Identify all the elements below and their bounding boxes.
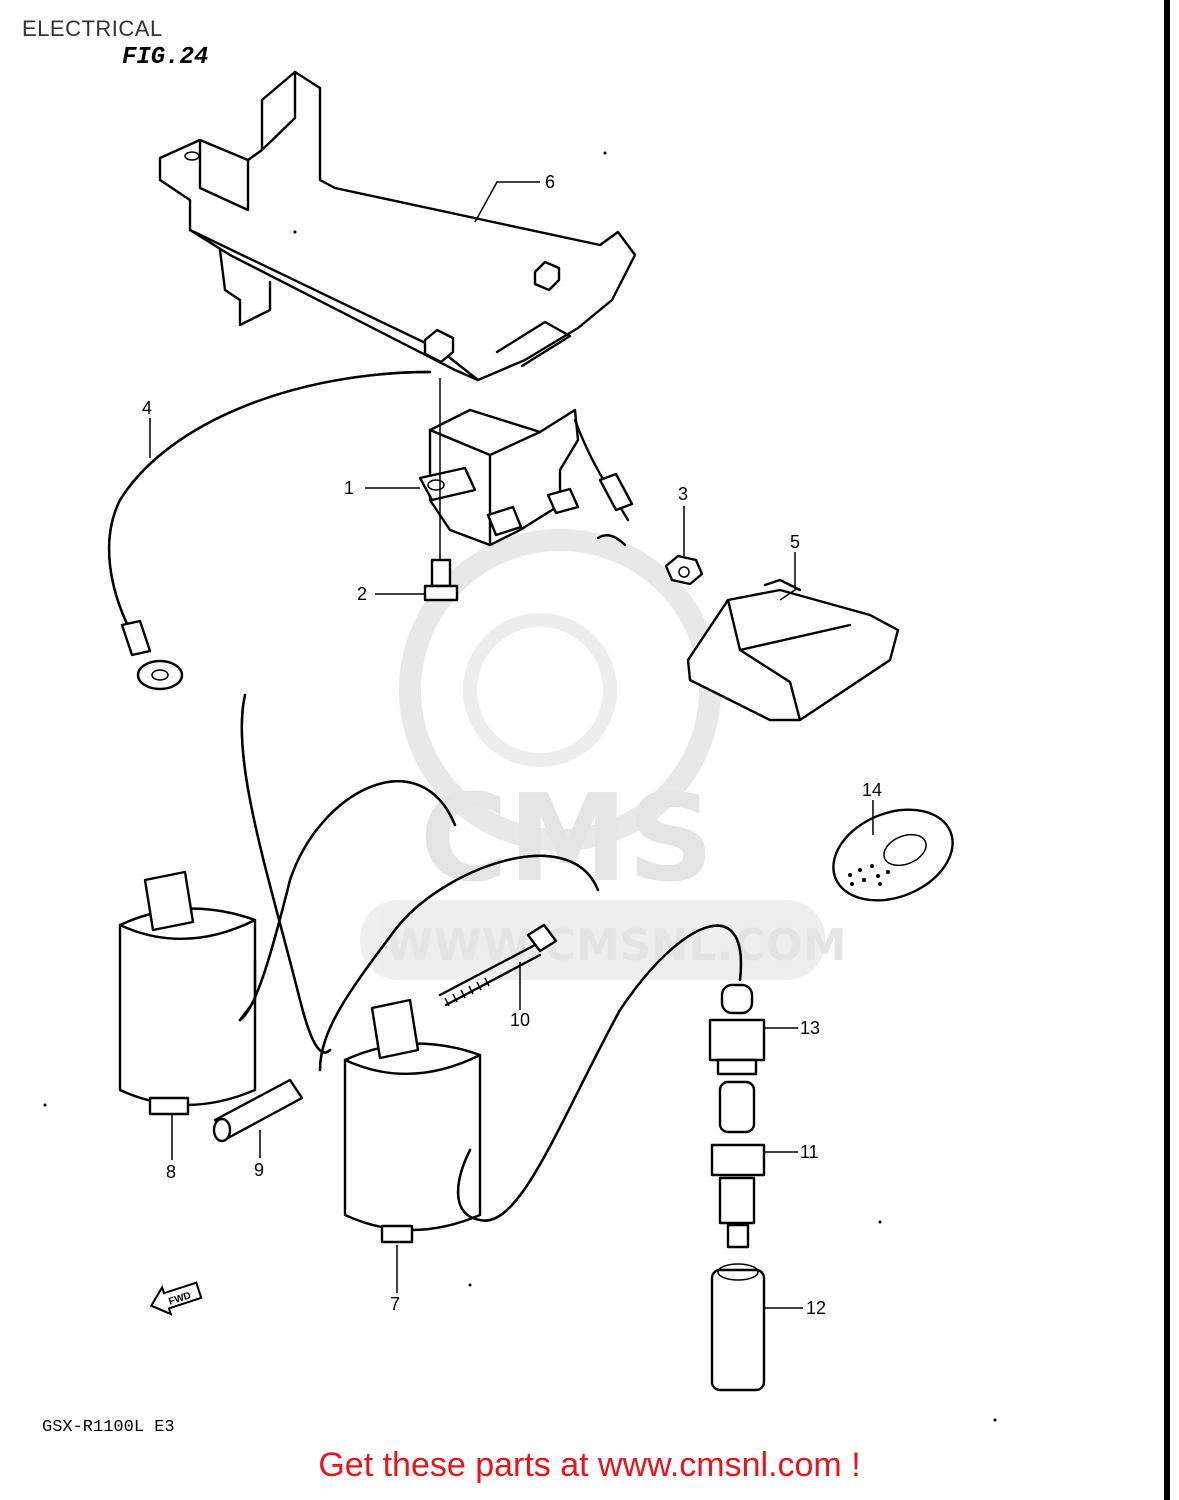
leader-lines (149, 181, 874, 1309)
page-edge-rule (1164, 0, 1170, 1500)
callout-4: 4 (142, 398, 152, 418)
callout-11: 11 (800, 1142, 819, 1162)
part-9-tube (212, 1078, 304, 1143)
part-2-bolt (423, 378, 459, 602)
part-4-ground-cable (107, 370, 432, 691)
figure-label: FIG.24 (122, 44, 209, 71)
ht-leads (238, 693, 743, 1222)
part-3-nut (664, 554, 704, 586)
part-13-plug-cap (708, 983, 766, 1076)
callout-10: 10 (510, 1010, 530, 1030)
watermark-brand: CMS (420, 770, 714, 909)
callout-12: 12 (806, 1298, 826, 1318)
part-5-cover (686, 578, 900, 722)
scan-dots (43, 151, 997, 1422)
part-14-label (832, 808, 954, 902)
model-code: GSX-R1100L E3 (42, 1418, 175, 1437)
callout-7: 7 (390, 1294, 400, 1314)
callout-13: 13 (800, 1018, 820, 1038)
callout-5: 5 (790, 532, 800, 552)
part-7-ignition-coil (343, 998, 482, 1244)
watermark: CMS WWW.CMSNL.COM (360, 529, 847, 980)
callout-14: 14 (862, 780, 882, 800)
callout-6: 6 (545, 172, 555, 192)
callout-3: 3 (678, 484, 688, 504)
callout-1: 1 (344, 478, 354, 498)
part-8-ignition-coil (118, 870, 257, 1116)
fwd-arrow-icon: FWD (149, 1281, 203, 1316)
part-11-connector (710, 1080, 766, 1249)
watermark-url: WWW.CMSNL.COM (385, 920, 847, 971)
callout-8: 8 (166, 1162, 176, 1182)
callout-2: 2 (357, 584, 367, 604)
part-6-bracket (158, 70, 637, 382)
part-12-sleeve (710, 1263, 766, 1392)
callout-9: 9 (254, 1160, 264, 1180)
page-title: ELECTRICAL (22, 16, 163, 41)
part-10-bolt (438, 923, 558, 1007)
cta-link[interactable]: Get these parts at www.cmsnl.com ! (318, 1446, 861, 1484)
part-1-regulator (418, 408, 634, 547)
